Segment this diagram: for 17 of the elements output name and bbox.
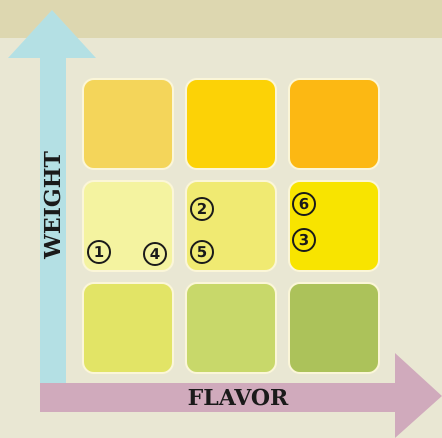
color-tile <box>288 78 380 170</box>
color-tile <box>185 180 277 272</box>
axis-title: FLAVOR <box>188 387 288 409</box>
color-tile <box>82 78 174 170</box>
color-tile <box>82 282 174 374</box>
callout-number: 5 <box>190 240 214 264</box>
color-tile <box>185 282 277 374</box>
axis-title: WEIGHT <box>42 151 64 259</box>
color-tile <box>288 282 380 374</box>
callout-number: 3 <box>292 228 316 252</box>
color-tile <box>288 180 380 272</box>
color-tile <box>185 78 277 170</box>
callout-number: 1 <box>87 240 111 264</box>
callout-number: 4 <box>143 242 167 266</box>
callout-number: 2 <box>190 197 214 221</box>
color-tile <box>82 180 174 272</box>
callout-number: 6 <box>292 192 316 216</box>
